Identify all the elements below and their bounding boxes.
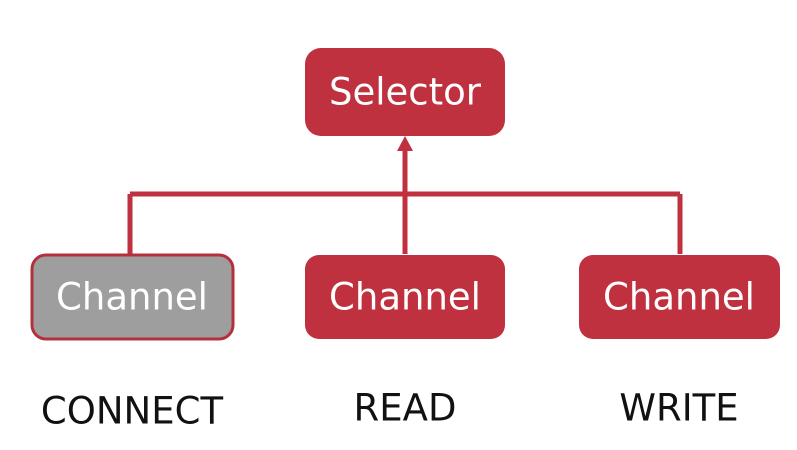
channel-label-write: Channel	[603, 276, 755, 319]
channel-box-read	[305, 255, 505, 339]
channel-box-connect	[30, 253, 235, 341]
operation-caption-write: WRITE	[619, 387, 738, 430]
arrow-head-icon	[397, 136, 413, 151]
channel-node-read: Channel	[305, 255, 505, 339]
selector-node: Selector	[305, 48, 505, 136]
channel-node-connect: Channel	[30, 253, 235, 341]
channel-node-write: Channel	[579, 255, 780, 339]
selector-box	[305, 48, 505, 136]
operation-caption-read: READ	[354, 387, 457, 430]
channel-label-connect: Channel	[56, 276, 208, 319]
selector-label: Selector	[329, 71, 482, 114]
channel-box-write	[579, 255, 780, 339]
operation-caption-connect: CONNECT	[41, 390, 224, 433]
connector-lines	[127, 150, 683, 254]
channel-label-read: Channel	[329, 276, 481, 319]
